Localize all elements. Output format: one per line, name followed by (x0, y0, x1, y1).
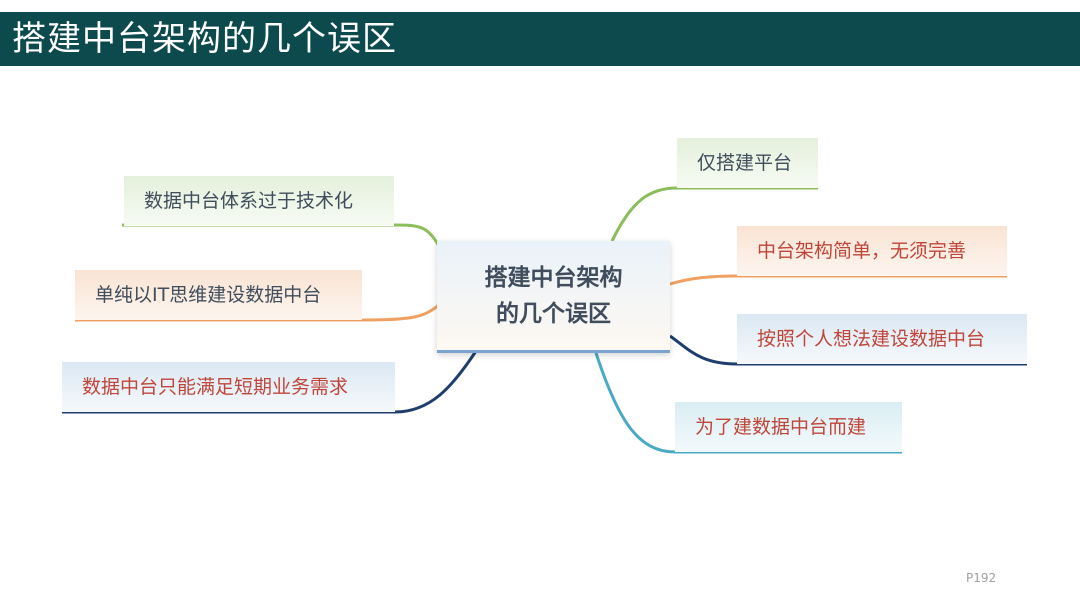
center-node-label: 搭建中台架构的几个误区 (484, 263, 623, 327)
right-node-4: 为了建数据中台而建 (675, 402, 902, 452)
right-node-3: 按照个人想法建设数据中台 (737, 314, 1027, 364)
right-node-2-label: 中台架构简单，无须完善 (757, 240, 967, 262)
link-left-2 (75, 302, 441, 322)
slide-title: 搭建中台架构的几个误区 (12, 19, 397, 59)
right-node-3-label: 按照个人想法建设数据中台 (757, 328, 986, 350)
right-node-1-label: 仅搭建平台 (697, 152, 793, 174)
left-node-1-label: 数据中台体系过于技术化 (144, 190, 354, 212)
link-left-1 (122, 223, 442, 249)
slide-title-bar: 搭建中台架构的几个误区 (0, 12, 1080, 66)
left-node-3: 数据中台只能满足短期业务需求 (62, 362, 395, 412)
link-right-2 (669, 274, 1007, 286)
page-number: P192 (966, 571, 997, 585)
left-node-2: 单纯以IT思维建设数据中台 (75, 270, 362, 320)
link-right-1 (610, 186, 818, 242)
link-right-4 (594, 352, 902, 454)
right-node-1: 仅搭建平台 (677, 138, 818, 188)
left-node-3-label: 数据中台只能满足短期业务需求 (82, 376, 349, 398)
link-right-3 (669, 334, 1027, 366)
left-node-2-label: 单纯以IT思维建设数据中台 (95, 284, 322, 306)
link-left-3 (62, 347, 480, 414)
right-node-2: 中台架构简单，无须完善 (737, 226, 1007, 276)
right-node-4-label: 为了建数据中台而建 (695, 416, 867, 438)
mindmap-center-node: 搭建中台架构的几个误区 (437, 241, 670, 353)
left-node-1: 数据中台体系过于技术化 (124, 176, 394, 226)
